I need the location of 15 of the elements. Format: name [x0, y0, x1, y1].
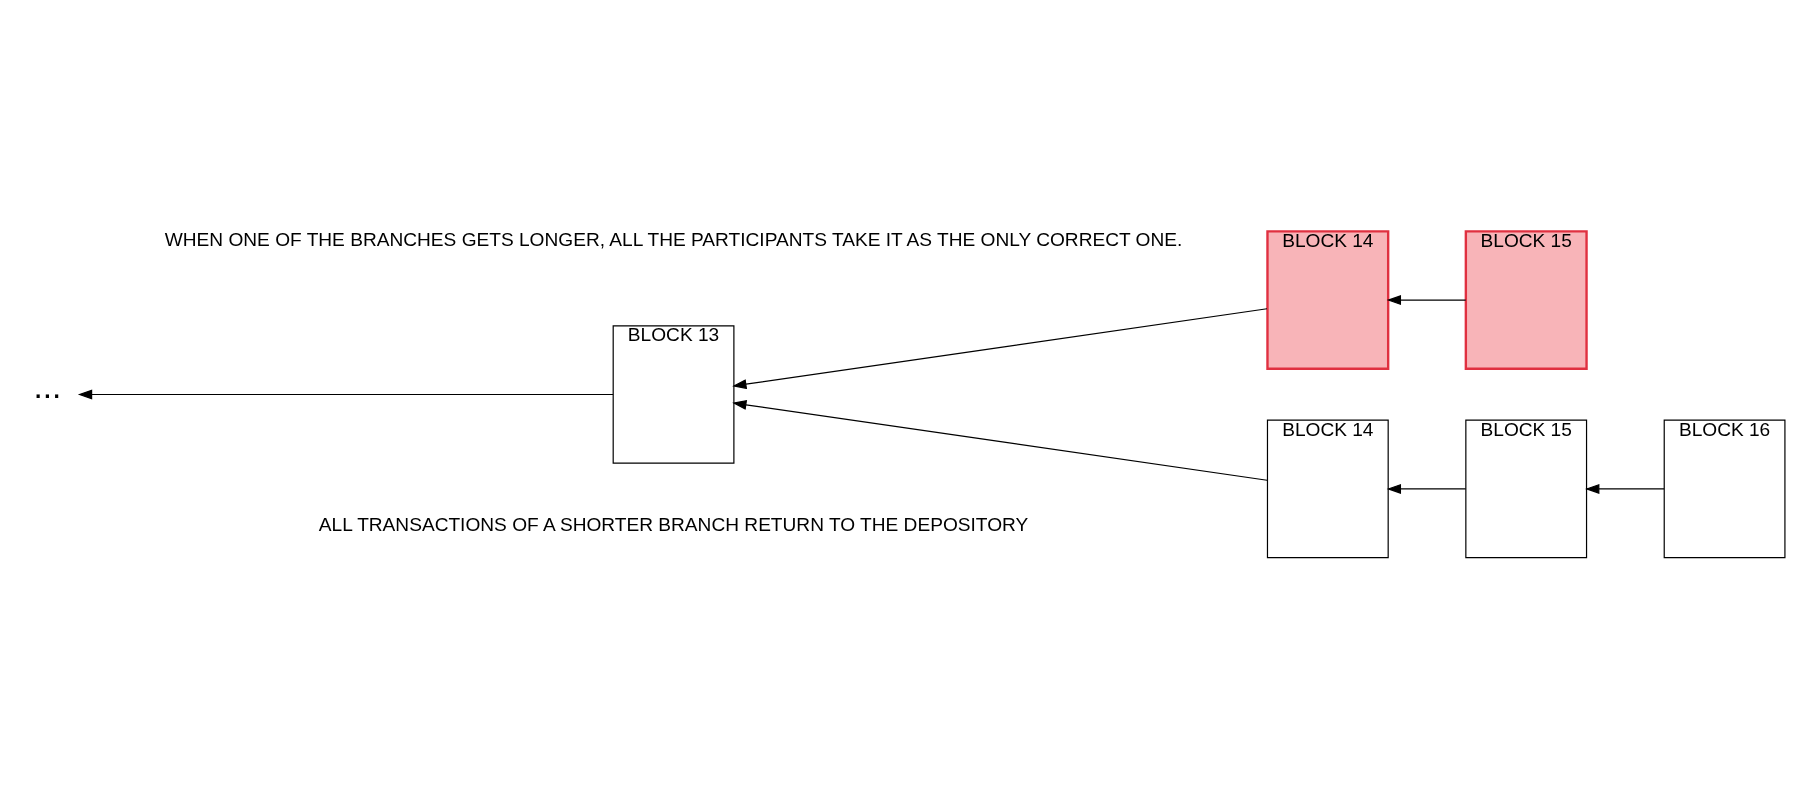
arrow [77, 388, 614, 400]
arrow [1386, 294, 1467, 305]
node-box: BLOCK 15 [1465, 419, 1588, 558]
node-text: ... [33, 367, 62, 405]
node-box: BLOCK 14 [1266, 229, 1390, 370]
arrow [732, 307, 1268, 389]
node-box: BLOCK 15 [1464, 229, 1588, 370]
arrow [1585, 483, 1665, 494]
node-box: BLOCK 13 [612, 324, 735, 464]
arrow [732, 399, 1268, 481]
node-box: BLOCK 14 [1266, 419, 1389, 558]
arrow [1386, 483, 1467, 494]
label: ALL TRANSACTIONS OF A SHORTER BRANCH RETURN TO THE DEPOSITORY [318, 512, 1029, 534]
node-box: BLOCK 16 [1663, 419, 1786, 558]
label: WHEN ONE OF THE BRANCHES GETS LONGER, ALL THE PARTICIPANTS TAKE IT AS THE ONLY CORRECT ONE. [164, 228, 1183, 250]
